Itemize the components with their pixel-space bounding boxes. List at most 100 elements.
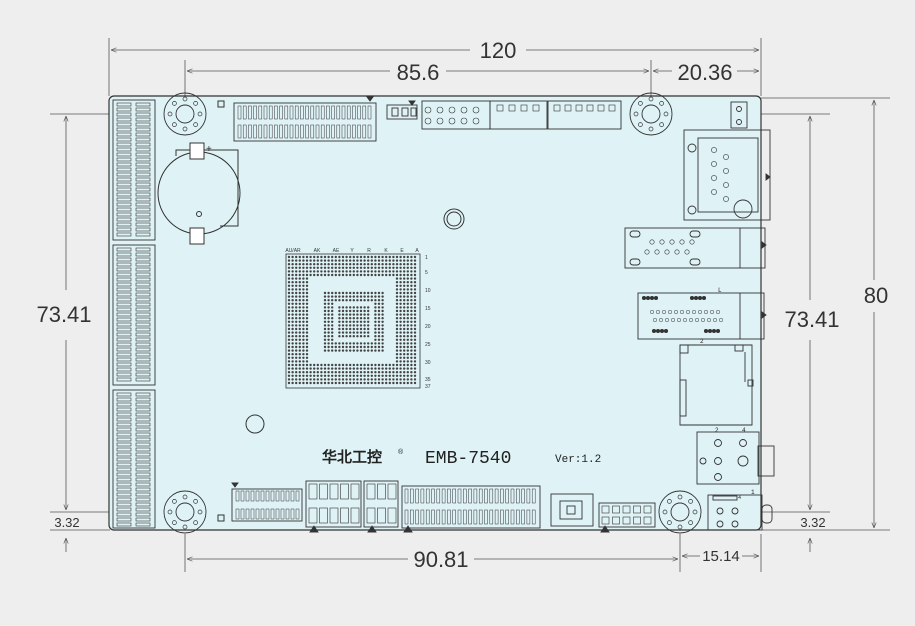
bga-ball [291, 299, 294, 302]
bga-ball [406, 320, 409, 323]
pin [553, 104, 561, 112]
edge-pin [116, 112, 132, 117]
edge-pin [135, 447, 151, 452]
header-pin [526, 488, 531, 504]
bga-ball [406, 367, 409, 370]
pin [472, 106, 480, 114]
bga-ball [341, 266, 345, 269]
bga-ball [298, 342, 301, 345]
edge-pin [135, 252, 151, 257]
com-pin [649, 309, 655, 315]
bga-ball [320, 367, 323, 370]
edge-pin [116, 152, 132, 157]
bga-ball [349, 259, 352, 262]
bga-ball [399, 367, 402, 370]
edge-pin [135, 277, 151, 282]
edge-pin [135, 207, 151, 212]
bga-ball [287, 266, 291, 269]
edge-pin [135, 127, 151, 132]
bga-ball [302, 353, 305, 356]
bga-ball [367, 367, 370, 370]
bga-ball [298, 327, 301, 331]
header-pin [280, 490, 285, 502]
bga-ball [395, 342, 399, 345]
via [677, 494, 683, 500]
bga-ball [356, 349, 359, 352]
com-pin [701, 295, 707, 301]
bga-ball [370, 371, 373, 374]
bga-ball [352, 313, 355, 316]
bga-ball [406, 302, 409, 305]
bga-ball [359, 270, 363, 273]
edge-pin [116, 447, 132, 452]
bga-ball [298, 266, 301, 269]
bga-ball [302, 335, 305, 338]
bga-ball [298, 270, 301, 273]
bga-ball [291, 277, 294, 280]
bga-ball [295, 299, 298, 302]
bga-ball [356, 371, 359, 374]
bga-ball [349, 342, 352, 345]
header-pin [284, 124, 289, 139]
bga-ball [399, 273, 402, 277]
vga-pin [679, 239, 685, 245]
bga-ball [399, 277, 402, 280]
bga-ball [305, 378, 309, 381]
header-pin [366, 507, 376, 524]
bga-ball [352, 270, 355, 273]
bga-ball [381, 317, 384, 320]
bga-ball [363, 335, 366, 338]
bga-ball [349, 295, 352, 298]
bga-ball [406, 338, 409, 341]
bga-ball [359, 324, 363, 327]
pad-bottom-left [217, 514, 225, 522]
bga-ball [309, 367, 312, 370]
edge-pin [135, 517, 151, 522]
bga-ball [374, 363, 377, 367]
bga-ball [341, 371, 345, 374]
bga-ball [352, 371, 355, 374]
bga-ball [406, 277, 409, 280]
bga-ball [291, 360, 294, 363]
bga-ball [349, 270, 352, 273]
bga-ball [370, 259, 373, 262]
bga-ball [413, 356, 417, 359]
bga-ball [298, 371, 301, 374]
bga-ball [395, 284, 399, 287]
header-pin [294, 105, 299, 120]
bga-ball [356, 320, 359, 323]
bga-ball [331, 324, 334, 327]
edge-pin [116, 502, 132, 507]
bga-ball [363, 266, 366, 269]
bga-ball [403, 299, 406, 302]
edge-pin [116, 122, 132, 127]
edge-pin [135, 457, 151, 462]
bga-ball [295, 381, 298, 385]
header-pin [315, 124, 320, 139]
bga-ball [359, 331, 363, 334]
bga-ball [287, 277, 291, 280]
bga-ball [367, 331, 370, 334]
bga-ball [381, 345, 384, 349]
bga-ball [291, 295, 294, 298]
bga-ball [295, 306, 298, 309]
bga-ball [399, 378, 402, 381]
bga-ball [367, 335, 370, 338]
via [648, 126, 654, 132]
bga-ball [341, 349, 345, 352]
bga-ball [305, 324, 309, 327]
bga-ball [295, 313, 298, 316]
bga-ball [363, 349, 366, 352]
bga-ball [367, 371, 370, 374]
bga-ball [356, 259, 359, 262]
bga-ball [345, 306, 348, 309]
bga-ball [381, 291, 384, 295]
bga-ball [403, 342, 406, 345]
bga-ball [377, 338, 381, 341]
edge-pin [135, 182, 151, 187]
edge-pin [116, 217, 132, 222]
header-pin [237, 105, 242, 120]
edge-pin [135, 167, 151, 172]
bga-ball [295, 378, 298, 381]
edge-pin [135, 272, 151, 277]
